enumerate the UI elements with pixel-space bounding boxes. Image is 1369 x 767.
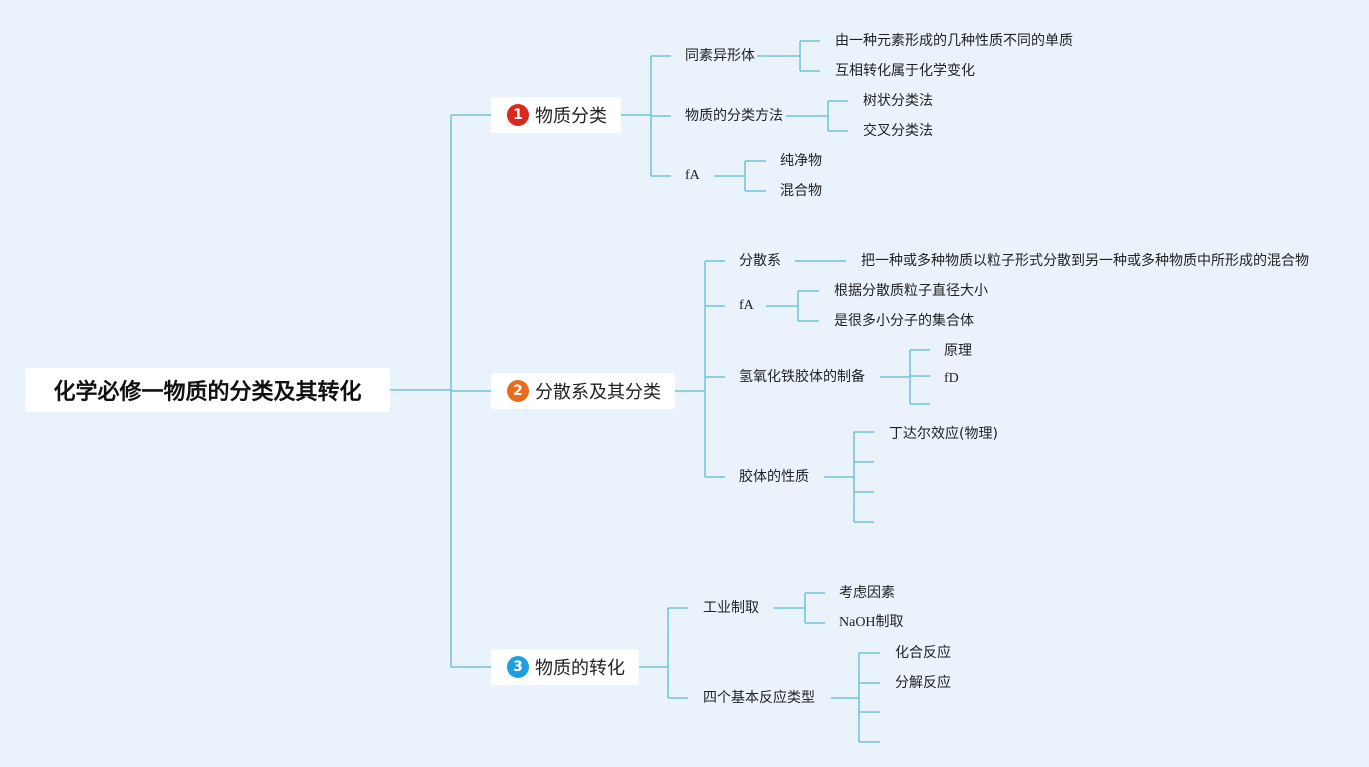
number-badge-2: 2 <box>507 380 529 402</box>
main-topic-label: 分散系及其分类 <box>535 382 661 403</box>
number-badge-3: 3 <box>507 656 529 678</box>
root-topic[interactable]: 化学必修一物质的分类及其转化 <box>25 368 390 412</box>
subtopic[interactable]: 胶体的性质 <box>739 469 809 485</box>
leaf-topic[interactable]: 交叉分类法 <box>863 123 933 139</box>
main-topic-label: 物质的转化 <box>535 658 625 679</box>
subtopic[interactable]: 分散系 <box>739 253 781 269</box>
leaf-topic[interactable]: 化合反应 <box>895 645 951 661</box>
subtopic[interactable]: 四个基本反应类型 <box>703 690 815 706</box>
leaf-topic[interactable]: 互相转化属于化学变化 <box>835 63 975 79</box>
leaf-topic[interactable]: 根据分散质粒子直径大小 <box>834 283 988 299</box>
leaf-topic[interactable]: fD <box>944 371 959 386</box>
leaf-topic[interactable]: 丁达尔效应(物理) <box>889 426 998 442</box>
main-topic-label: 物质分类 <box>535 106 607 127</box>
leaf-topic[interactable]: 树状分类法 <box>863 93 933 109</box>
main-topic-2[interactable]: 2 分散系及其分类 <box>491 373 675 409</box>
subtopic[interactable]: fA <box>685 168 700 183</box>
leaf-topic[interactable]: 把一种或多种物质以粒子形式分散到另一种或多种物质中所形成的混合物 <box>861 253 1309 269</box>
leaf-topic[interactable]: 由一种元素形成的几种性质不同的单质 <box>835 33 1073 49</box>
leaf-topic[interactable]: NaOH制取 <box>839 615 904 630</box>
leaf-topic[interactable]: 分解反应 <box>895 675 951 691</box>
subtopic[interactable]: fA <box>739 298 754 313</box>
subtopic[interactable]: 氢氧化铁胶体的制备 <box>739 369 865 385</box>
subtopic[interactable]: 工业制取 <box>703 600 759 616</box>
main-topic-3[interactable]: 3 物质的转化 <box>491 649 639 685</box>
number-badge-1: 1 <box>507 104 529 126</box>
leaf-topic[interactable]: 原理 <box>944 343 972 359</box>
subtopic[interactable]: 物质的分类方法 <box>685 108 783 124</box>
leaf-topic[interactable]: 考虑因素 <box>839 585 895 601</box>
leaf-topic[interactable]: 是很多小分子的集合体 <box>834 313 974 329</box>
leaf-topic[interactable]: 混合物 <box>780 183 822 199</box>
root-title: 化学必修一物质的分类及其转化 <box>53 380 362 405</box>
leaf-topic[interactable]: 纯净物 <box>780 153 822 169</box>
subtopic[interactable]: 同素异形体 <box>685 48 755 64</box>
main-topic-1[interactable]: 1 物质分类 <box>491 97 621 133</box>
